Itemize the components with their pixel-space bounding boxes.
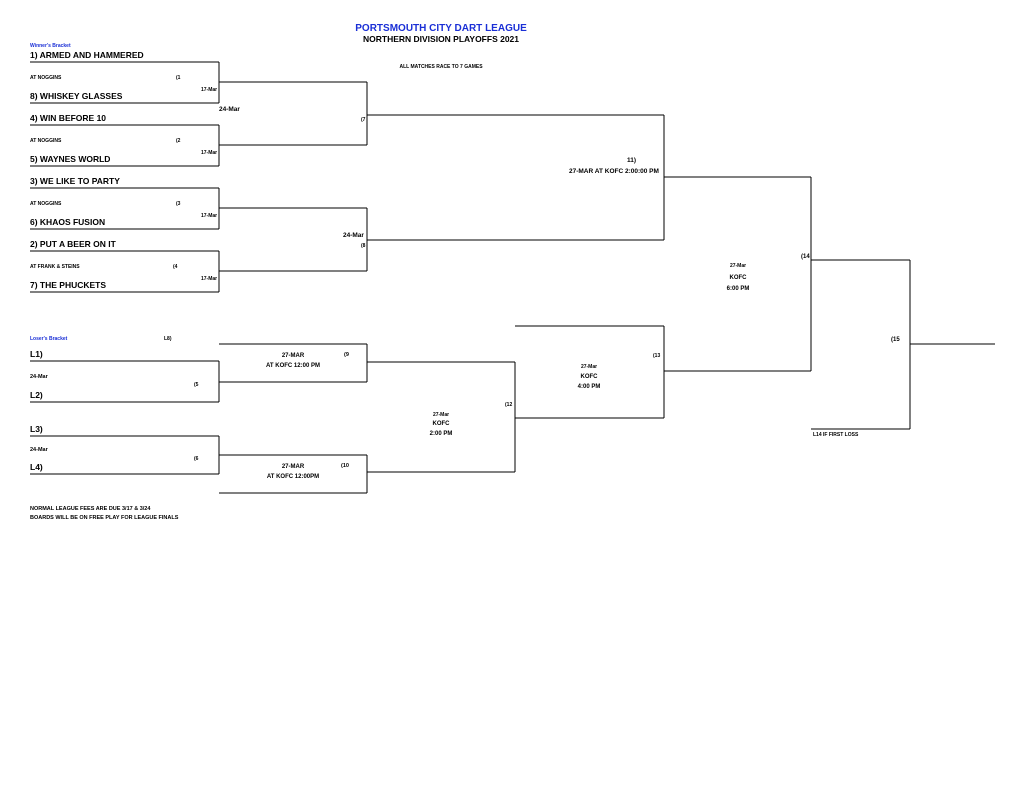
team-seed-7: 7) THE PHUCKETS	[30, 280, 107, 290]
losers-slot-l3: L3)	[30, 424, 43, 434]
match-note: L14 IF FIRST LOSS	[813, 432, 859, 438]
match-number: (12	[505, 402, 513, 408]
losers-bracket-label: Loser's Bracket	[30, 336, 68, 342]
match-time: 6:00 PM	[726, 286, 750, 292]
page-title: PORTSMOUTH CITY DART LEAGUE	[355, 23, 527, 34]
losers-l8-label: L8)	[164, 336, 172, 342]
winners-bracket-label: Winner's Bracket	[30, 43, 71, 49]
footer-note-fees: NORMAL LEAGUE FEES ARE DUE 3/17 & 3/24	[30, 506, 151, 512]
match-time: 2:00 PM	[429, 431, 453, 437]
match-date: 17-Mar	[201, 150, 218, 156]
match-date: 17-Mar	[201, 87, 218, 93]
match-number: (4	[173, 264, 178, 270]
race-note: ALL MATCHES RACE TO 7 GAMES	[399, 64, 483, 70]
match-number: (2	[176, 138, 181, 144]
footer-note-boards: BOARDS WILL BE ON FREE PLAY FOR LEAGUE F…	[30, 515, 179, 521]
team-seed-6: 6) KHAOS FUSION	[30, 217, 106, 227]
match-date: 24-Mar	[30, 447, 48, 453]
match-date: 24-Mar	[219, 106, 240, 113]
match-number: (8	[361, 243, 366, 249]
team-seed-8: 8) WHISKEY GLASSES	[30, 91, 123, 101]
match-date: 27-MAR	[281, 353, 305, 359]
match-number: (9	[344, 352, 349, 358]
match-time: 4:00 PM	[577, 384, 601, 390]
match-number: (13	[653, 353, 661, 359]
match-venue: AT FRANK & STEINS	[30, 264, 80, 270]
match-number: (3	[176, 201, 181, 207]
match-venue: KOFC	[729, 275, 747, 281]
losers-slot-l1: L1)	[30, 349, 43, 359]
match-date: 27-Mar	[580, 364, 598, 370]
team-seed-3: 3) WE LIKE TO PARTY	[30, 176, 120, 186]
match-venue: KOFC	[580, 374, 598, 380]
match-venue: AT NOGGINS	[30, 201, 62, 207]
match-number: (5	[194, 382, 199, 388]
match-date: 17-Mar	[201, 213, 218, 219]
match-date: 24-Mar	[30, 374, 48, 380]
losers-slot-l2: L2)	[30, 390, 43, 400]
match-date: 17-Mar	[201, 276, 218, 282]
match-date: 24-Mar	[343, 232, 364, 239]
team-seed-2: 2) PUT A BEER ON IT	[30, 239, 116, 249]
match-number: (1	[176, 75, 181, 81]
match-date: 27-MAR	[281, 464, 305, 470]
team-seed-5: 5) WAYNES WORLD	[30, 154, 111, 164]
match-number: (15	[891, 337, 900, 343]
match-venue: AT KOFC 12:00PM	[266, 474, 320, 480]
match-venue: AT NOGGINS	[30, 138, 62, 144]
match-date: 27-Mar	[729, 263, 747, 269]
losers-slot-l4: L4)	[30, 462, 43, 472]
match-number: (6	[194, 456, 199, 462]
match-number: (14	[801, 254, 810, 260]
match-number: 11)	[627, 157, 637, 164]
team-seed-4: 4) WIN BEFORE 10	[30, 113, 107, 123]
match-number: (10	[341, 463, 349, 469]
match-info: 27-MAR AT KOFC 2:00:00 PM	[569, 168, 659, 175]
page-subtitle: NORTHERN DIVISION PLAYOFFS 2021	[362, 34, 520, 44]
match-date: 27-Mar	[432, 412, 450, 418]
match-venue: KOFC	[432, 421, 450, 427]
match-number: (7	[361, 117, 366, 123]
match-venue: AT NOGGINS	[30, 75, 62, 81]
team-seed-1: 1) ARMED AND HAMMERED	[30, 50, 144, 60]
match-venue: AT KOFC 12:00 PM	[266, 363, 320, 369]
